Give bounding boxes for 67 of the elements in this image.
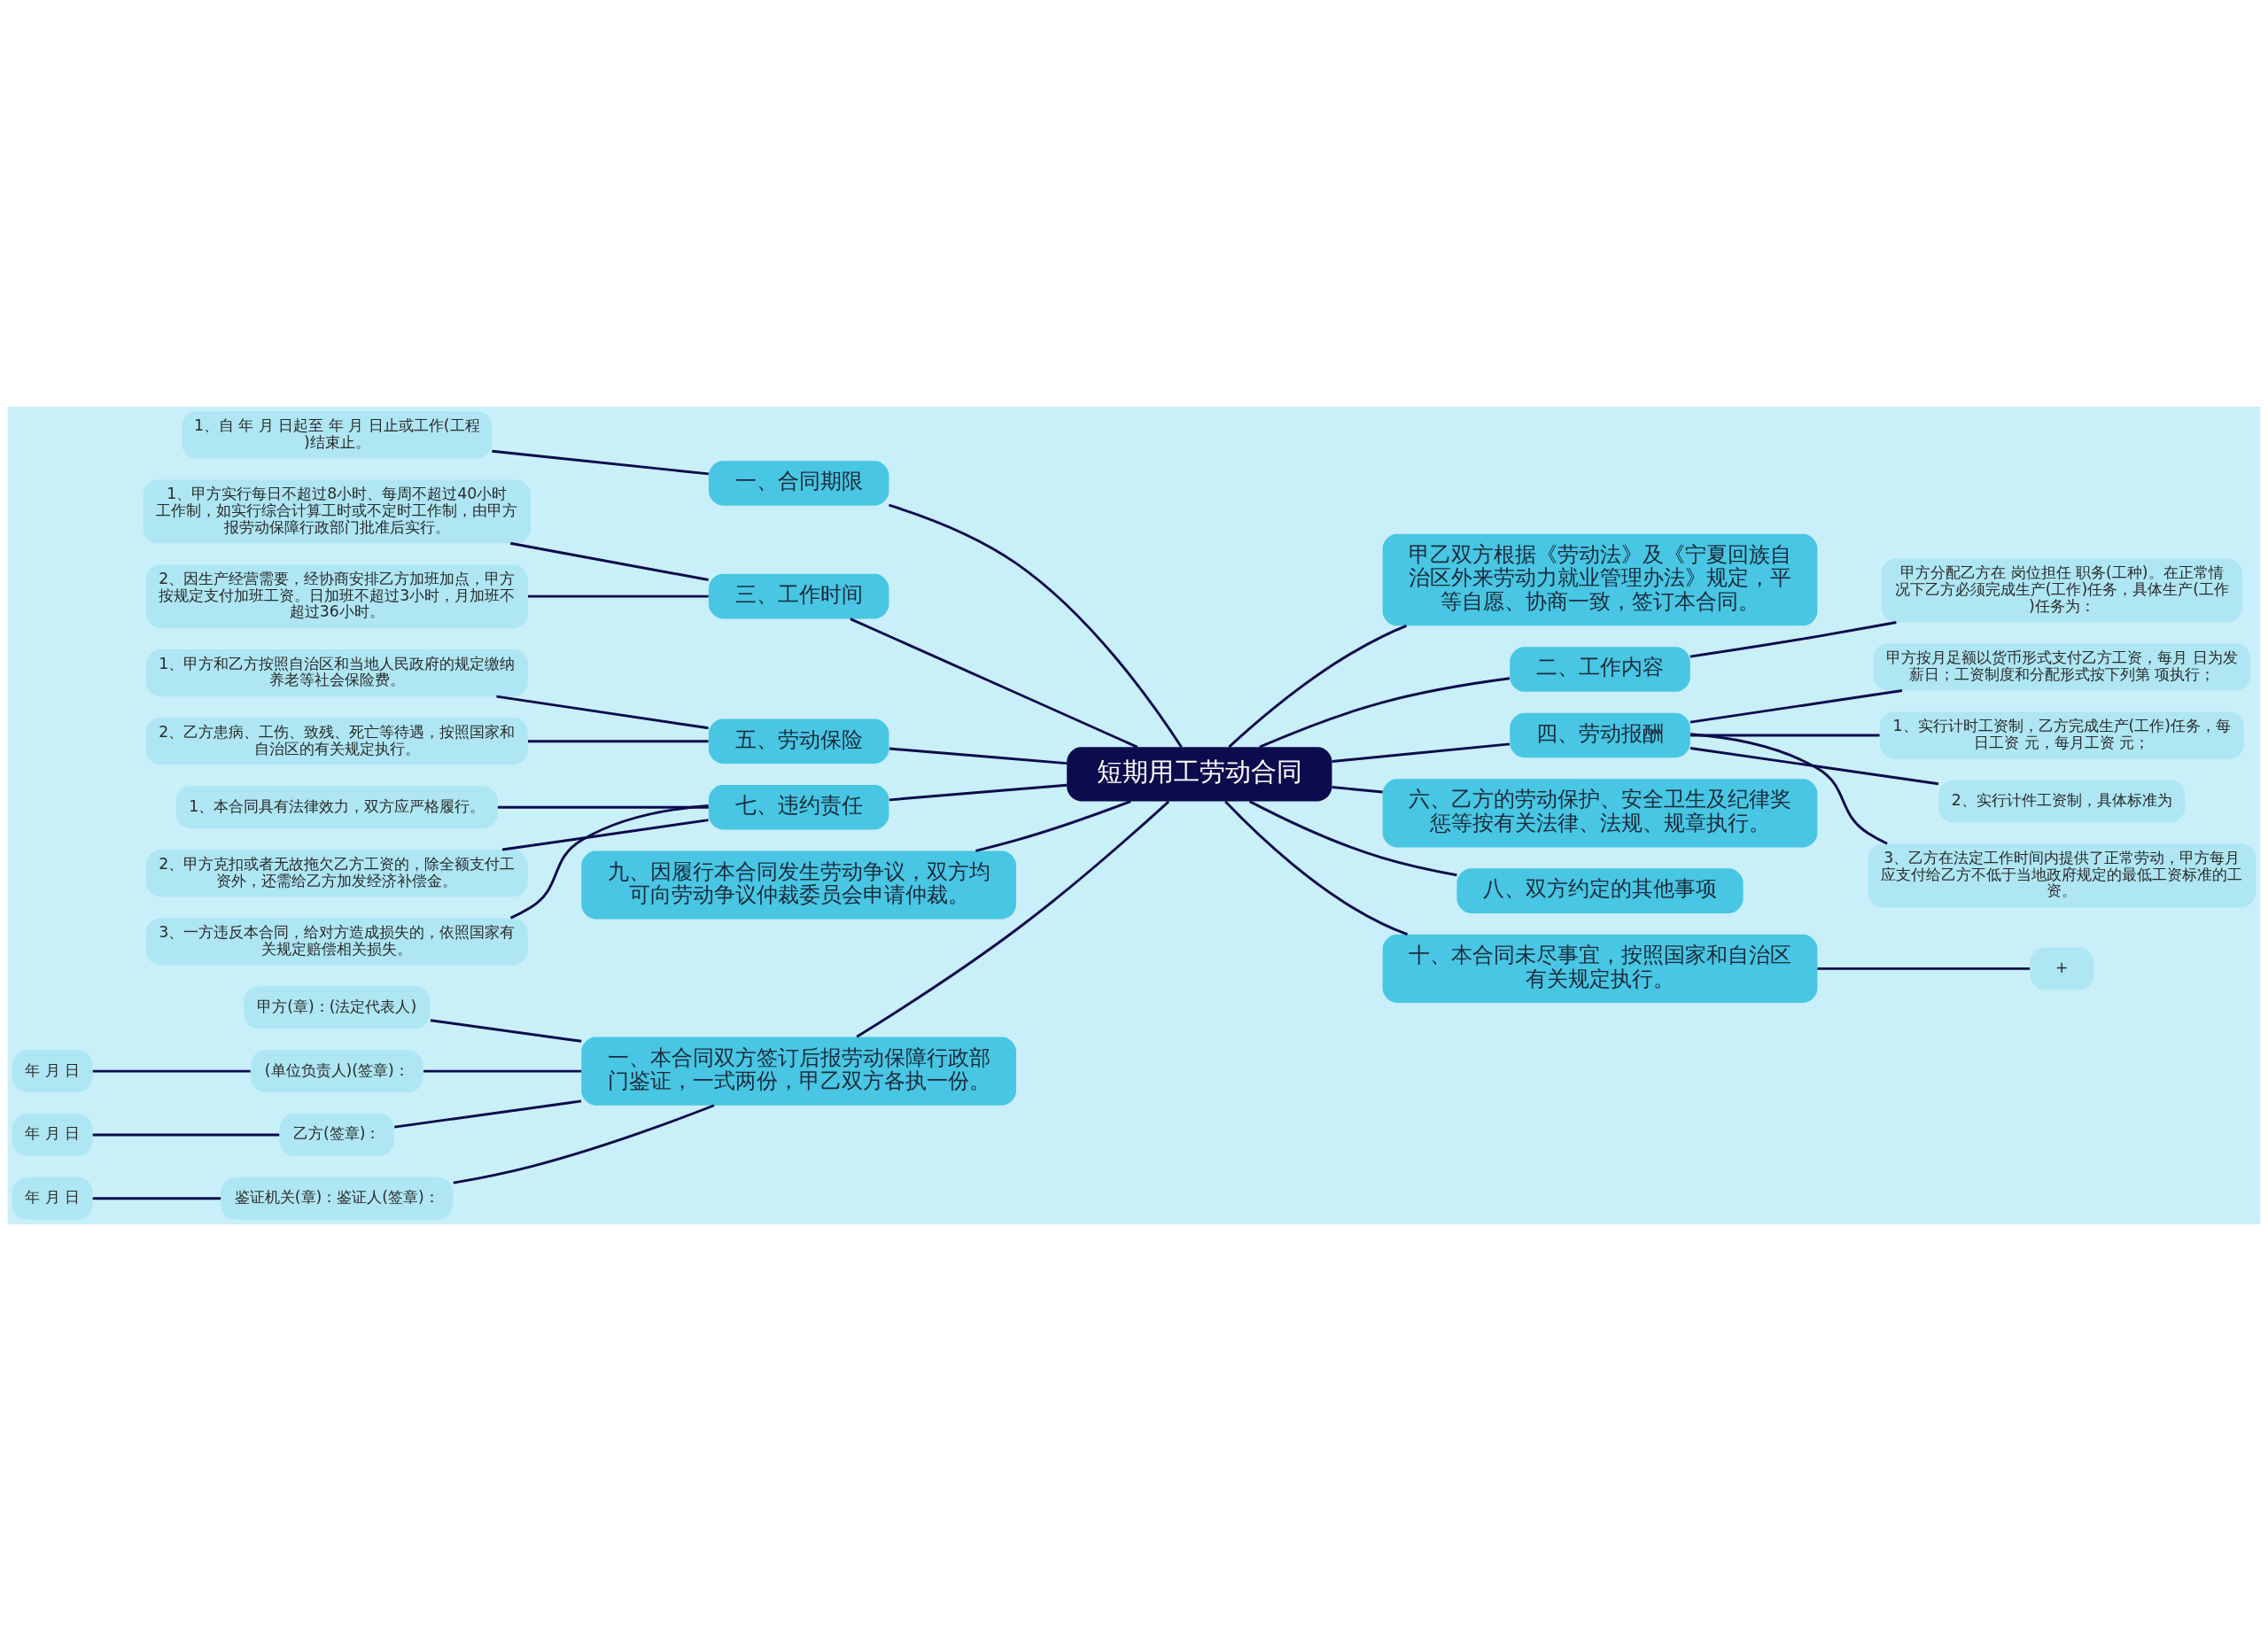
connector [92, 1197, 221, 1200]
node-box: + [2030, 947, 2094, 990]
connector [850, 617, 1138, 749]
node-box: 乙方(签章)： [279, 1114, 394, 1156]
node-box: 2、因生产经营需要，经协商安排乙方加班加点，甲方按规定支付加班工资。日加班不超过3小时，月加班不超过36小时。 [145, 564, 528, 629]
node-box: 甲乙双方根据《劳动法》及《宁夏回族自治区外来劳动力就业管理办法》规定，平等自愿、协商一致，签订本合同。 [1382, 533, 1818, 626]
connector [1224, 800, 1408, 936]
node-box: 九、因履行本合同发生劳动争议，双方均可向劳动争议仲裁委员会申请仲裁。 [581, 850, 1016, 920]
node-box: 年 月 日 [12, 1177, 93, 1220]
connector [1689, 747, 1939, 786]
node-box: 甲方(章)：(法定代表人) [244, 986, 431, 1029]
node-box: 一、合同期限 [708, 461, 889, 506]
connector [1689, 734, 1880, 737]
node-box: 四、劳动报酬 [1510, 712, 1690, 758]
node-box: 2、实行计件工资制，具体标准为 [1938, 780, 2186, 823]
connector [1817, 967, 2031, 970]
node-box: 3、一方违反本合同，给对方造成损失的，依照国家有关规定赔偿相关损失。 [145, 918, 528, 966]
connector [1248, 800, 1457, 877]
connector [856, 800, 1170, 1038]
node-box: 甲方按月足额以货币形式支付乙方工资，每月 日为发薪日；工资制度和分配形式按下列第 项执行； [1873, 643, 2251, 691]
connector [1332, 786, 1383, 794]
connector [92, 1133, 280, 1137]
node-box: 八、双方约定的其他事项 [1456, 868, 1744, 913]
connector [889, 503, 1183, 749]
node-box: 七、违约责任 [708, 784, 889, 830]
connector [92, 1069, 251, 1073]
connector [1689, 689, 1903, 724]
node-box: 五、劳动保险 [708, 718, 889, 764]
node-box: 十、本合同未尽事宜，按照国家和自治区有关规定执行。 [1382, 934, 1818, 1003]
connector [497, 805, 709, 809]
node-box: 1、甲方和乙方按照自治区和当地人民政府的规定缴纳养老等社会保险费。 [145, 649, 528, 697]
connector [889, 747, 1068, 765]
node-box: 甲方分配乙方在 岗位担任 职务(工种)。在正常情况下乙方必须完成生产(工作)任务，具体生产(工作)任务为： [1881, 558, 2242, 623]
connector [492, 449, 709, 476]
node-box: 六、乙方的劳动保护、安全卫生及纪律奖惩等按有关法律、法规、规章执行。 [1382, 779, 1818, 848]
node-box: (单位负责人)(签章)： [251, 1050, 423, 1093]
connector [527, 594, 709, 598]
connector [889, 783, 1068, 802]
node-box: 二、工作内容 [1510, 647, 1690, 692]
connector [394, 1099, 582, 1129]
node-box: 1、实行计时工资制，乙方完成生产(工作)任务，每日工资 元，每月工资 元； [1879, 711, 2244, 759]
node-box: 年 月 日 [12, 1050, 93, 1093]
node-box: 三、工作时间 [708, 573, 889, 619]
node-box: 鉴证机关(章)：鉴证人(签章)： [221, 1177, 454, 1220]
node-box: 短期用工劳动合同 [1067, 747, 1332, 802]
connector [975, 800, 1131, 852]
connector [509, 804, 709, 920]
node-box: 2、乙方患病、工伤、致残、死亡等待遇，按照国家和自治区的有关规定执行。 [145, 718, 528, 765]
connector [1689, 621, 1897, 658]
connector [509, 541, 709, 581]
node-box: 1、本合同具有法律效力，双方应严格履行。 [175, 786, 498, 829]
node-box: 2、甲方克扣或者无故拖欠乙方工资的，除全额支付工资外，还需给乙方加发经济补偿金。 [145, 850, 528, 897]
node-box: 1、自 年 月 日起至 年 月 日止或工作(工程)结束止。 [182, 411, 493, 459]
connector [1332, 742, 1511, 763]
connector [1228, 625, 1407, 749]
connector [496, 695, 709, 730]
connector [1259, 677, 1511, 749]
connector [423, 1069, 582, 1073]
connector [430, 1019, 582, 1043]
node-box: 1、甲方实行每日不超过8小时、每周不超过40小时工作制，如实行综合计算工时或不定时工作制，由甲方报劳动保障行政部门批准后实行。 [143, 479, 532, 544]
connector [501, 819, 709, 851]
node-box: 3、乙方在法定工作时间内提供了正常劳动，甲方每月应支付给乙方不低于当地政府规定的最低工资标准的工资。 [1868, 843, 2256, 908]
node-box: 年 月 日 [12, 1114, 93, 1156]
node-box: 一、本合同双方签订后报劳动保障行政部门鉴证，一式两份，甲乙双方各执一份。 [581, 1037, 1016, 1106]
connector [453, 1104, 715, 1184]
connector [527, 740, 709, 743]
connector [1689, 733, 1888, 845]
